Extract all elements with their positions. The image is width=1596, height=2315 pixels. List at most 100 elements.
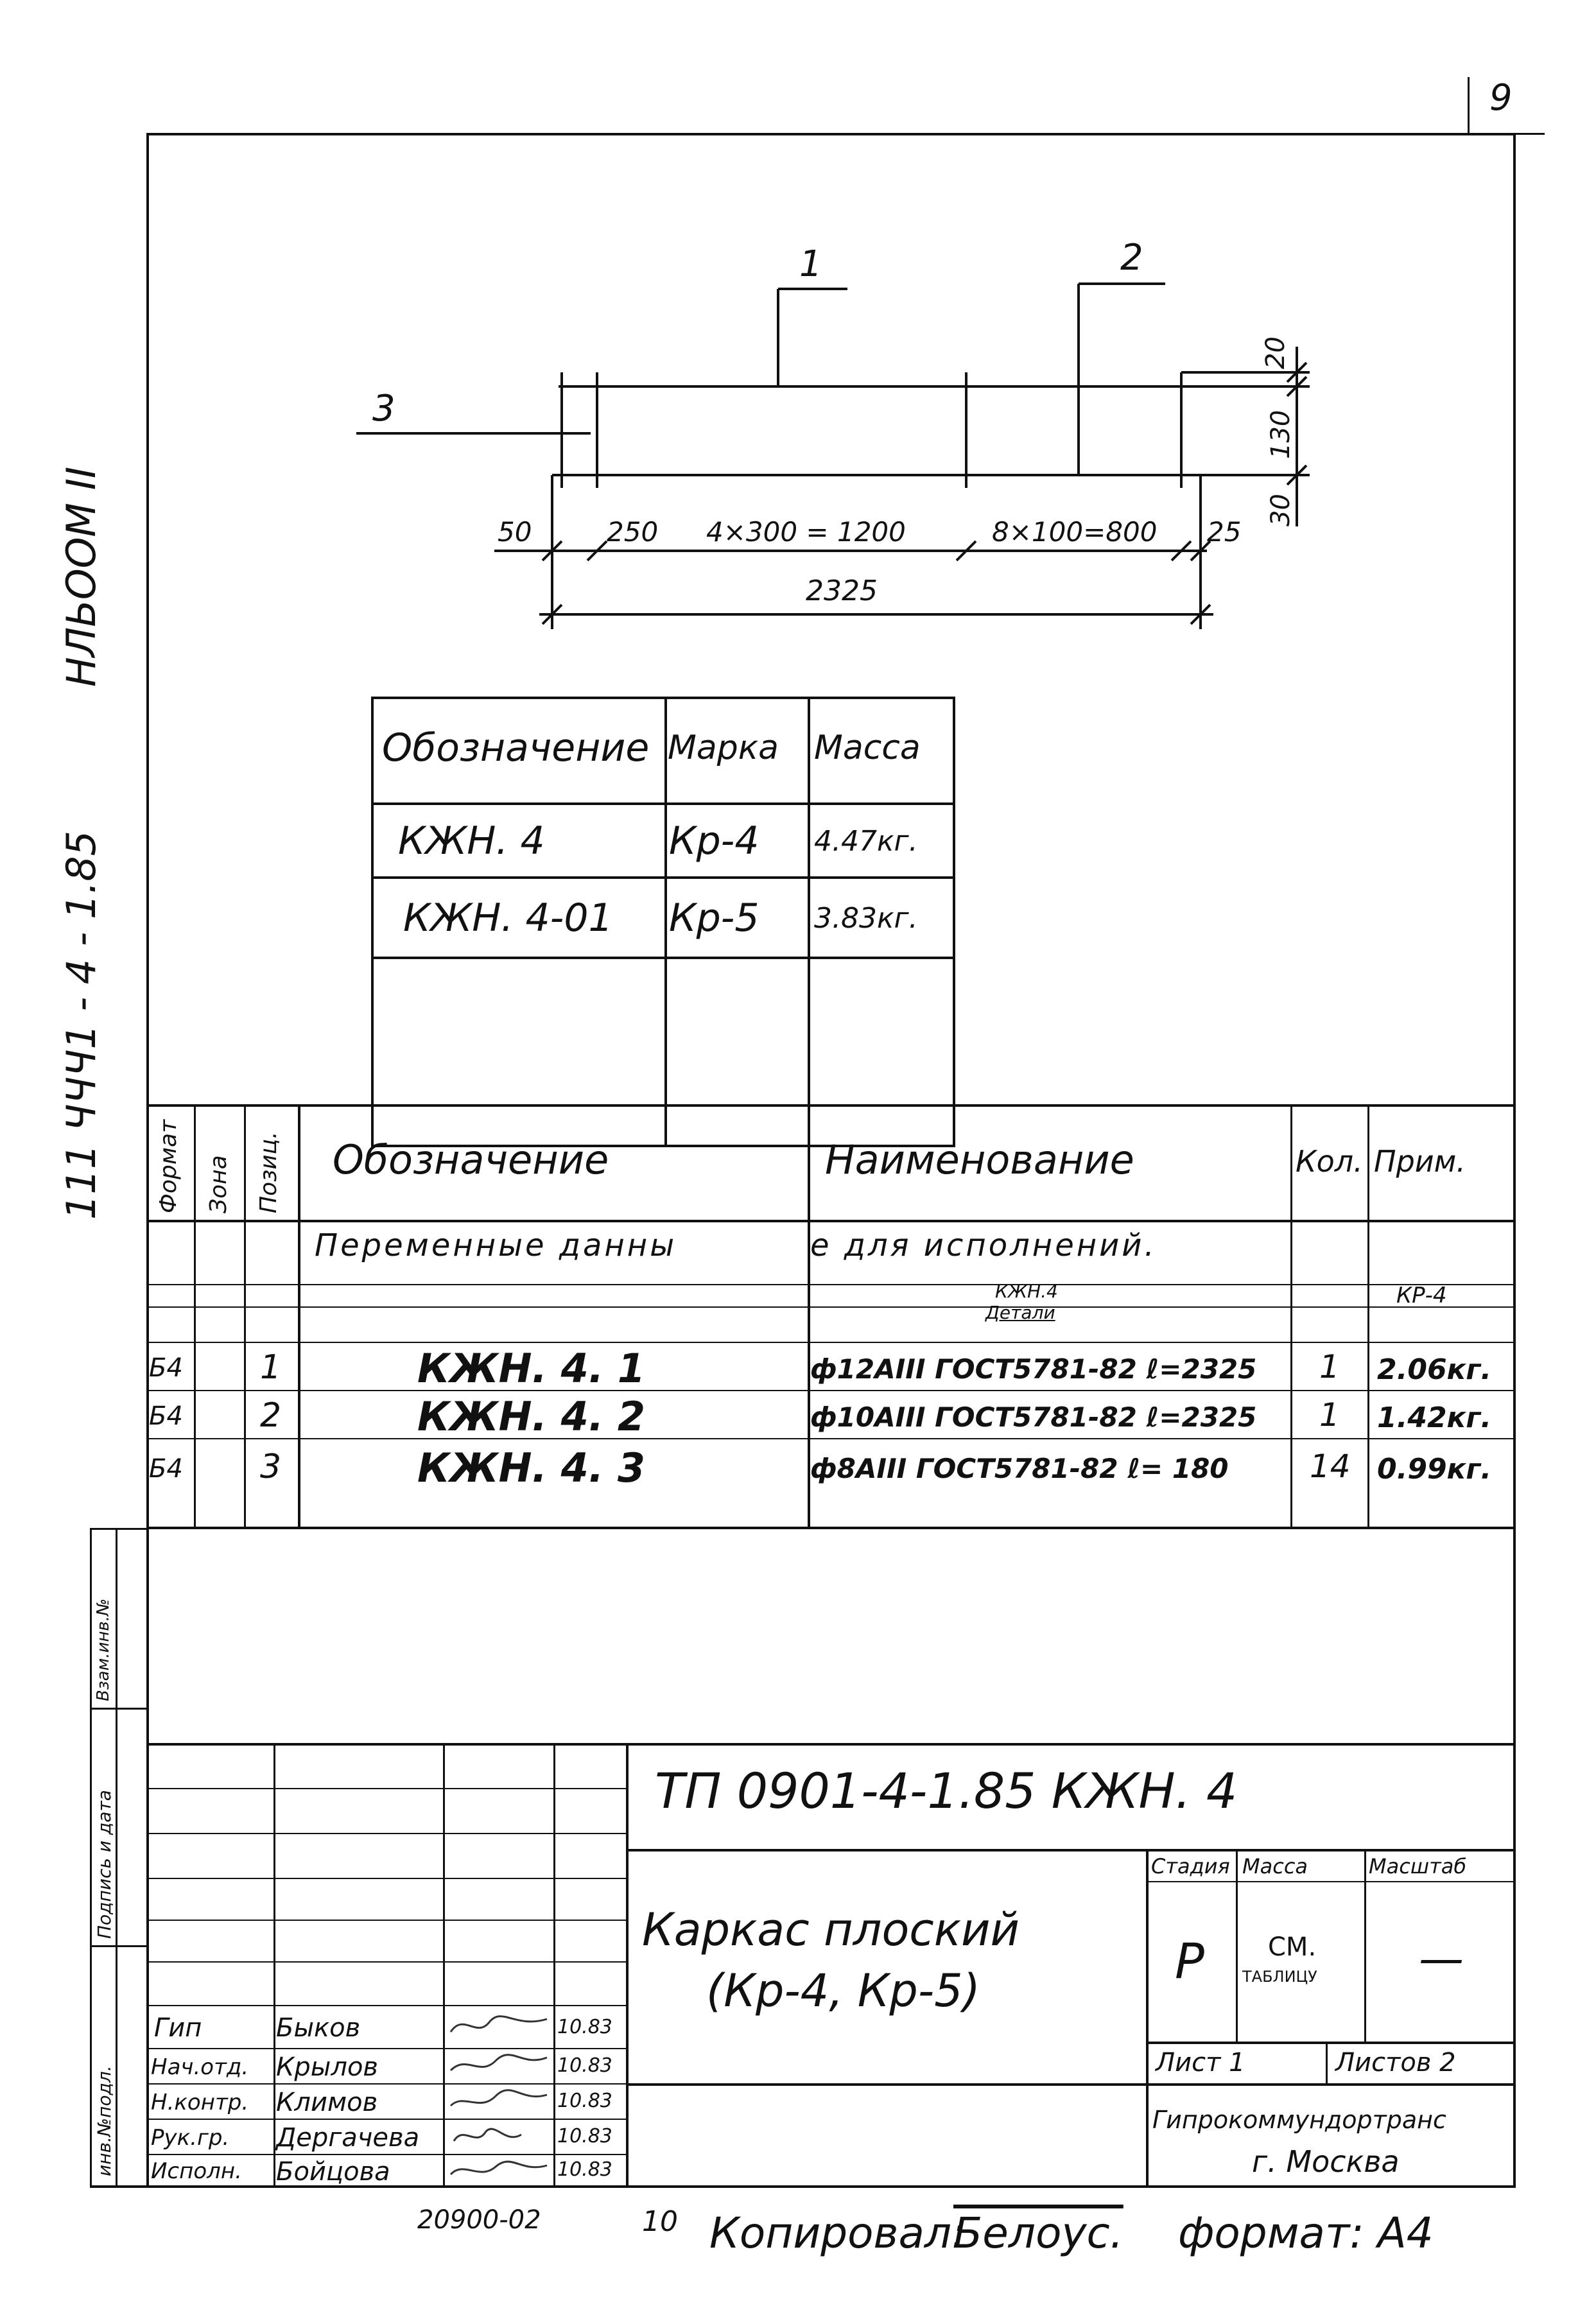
frame-bottom bbox=[90, 2185, 1516, 2188]
signer-name: Бойцова bbox=[276, 2157, 390, 2187]
signature-klimov bbox=[449, 2089, 548, 2107]
spec-row-line bbox=[146, 1342, 1516, 1343]
signer-date: 10.83 bbox=[557, 2125, 612, 2147]
leader-3-label: 3 bbox=[372, 388, 395, 429]
stamp-podpis-label: Подпись и дата bbox=[94, 1790, 115, 1939]
tb-stage-bottom bbox=[1146, 2042, 1516, 2044]
spec-col bbox=[1290, 1104, 1292, 1527]
spec-bottom-line bbox=[146, 1527, 1516, 1529]
variants-cell: 3.83кг. bbox=[814, 902, 918, 935]
variants-cell: КЖН. 4-01 bbox=[403, 896, 613, 941]
spec-header-position: Позиц. bbox=[256, 1131, 282, 1213]
spec-header-format: Формат bbox=[155, 1119, 182, 1213]
variants-header-mark: Марка bbox=[668, 729, 779, 767]
spec-variable-left: Переменные данны bbox=[315, 1227, 677, 1263]
tb-mass-value-2: ТАБЛИЦУ bbox=[1242, 1968, 1317, 1986]
spec-header-bottom bbox=[146, 1220, 1516, 1222]
dim-50: 50 bbox=[498, 516, 532, 548]
signature-boytsova bbox=[449, 2160, 548, 2176]
spec-row-designation: КЖН. 4. 1 bbox=[417, 1345, 646, 1392]
spec-row-line bbox=[146, 1306, 1516, 1308]
footer-copied-sign: Белоус. bbox=[953, 2208, 1123, 2258]
spec-col bbox=[1367, 1104, 1369, 1527]
title-block-doc-code: ТП 0901-4-1.85 КЖН. 4 bbox=[655, 1762, 1238, 1819]
reinforcement-drawing: 1 2 3 20 130 30 50 250 4×300 = 1200 8×10… bbox=[356, 237, 1310, 629]
stamp-column-left bbox=[90, 1528, 92, 2187]
spec-row-designation: КЖН. 4. 3 bbox=[417, 1444, 646, 1491]
tb-row bbox=[146, 2154, 628, 2155]
signer-name: Крылов bbox=[276, 2052, 378, 2082]
title-block-title-line2: (Кр-4, Кр-5) bbox=[706, 1964, 980, 2017]
dim-250: 250 bbox=[607, 516, 658, 548]
signature-dergacheva bbox=[453, 2128, 522, 2142]
signer-role: Н.контр. bbox=[151, 2090, 249, 2115]
signature-scribbles bbox=[449, 2015, 548, 2176]
variants-row-1 bbox=[371, 802, 955, 805]
tb-stage-value: Р bbox=[1175, 1932, 1204, 1990]
variants-cell: Кр-5 bbox=[669, 896, 759, 941]
spec-row-format: Б4 bbox=[149, 1401, 183, 1431]
spec-row-note: 1.42кг. bbox=[1377, 1401, 1492, 1434]
spec-subheader-kzh: КЖН.4 bbox=[995, 1281, 1058, 1302]
variants-row-3 bbox=[371, 957, 955, 959]
spec-row-qty: 1 bbox=[1319, 1396, 1340, 1434]
tb-row bbox=[146, 2083, 628, 2085]
variants-col-1 bbox=[664, 697, 667, 1147]
tb-mass-label: Масса bbox=[1242, 1854, 1308, 1878]
spec-row-line bbox=[146, 1438, 1516, 1439]
tb-mass-col bbox=[1364, 1849, 1366, 2042]
spec-row-line bbox=[146, 1284, 1516, 1285]
variants-header-mass: Масса bbox=[814, 729, 921, 767]
tb-row bbox=[146, 1920, 628, 1921]
signer-name: Климов bbox=[276, 2088, 378, 2117]
signer-date: 10.83 bbox=[557, 2158, 612, 2181]
tb-scale-value: — bbox=[1419, 1932, 1464, 1985]
tb-stage-label: Стадия bbox=[1151, 1854, 1230, 1878]
dim-30: 30 bbox=[1266, 494, 1296, 526]
variants-header-designation: Обозначение bbox=[382, 725, 650, 770]
stamp-line-2 bbox=[90, 1708, 148, 1710]
dim-total: 2325 bbox=[806, 575, 878, 607]
dim-4x300: 4×300 = 1200 bbox=[706, 516, 906, 548]
stamp-vzam-label: Взам.инв.№ bbox=[94, 1599, 113, 1701]
spec-row-pos: 2 bbox=[260, 1396, 282, 1435]
frame-right bbox=[1513, 133, 1516, 2187]
spec-row-line bbox=[146, 1390, 1516, 1391]
spec-header-zone: Зона bbox=[205, 1155, 232, 1213]
tb-stage-col bbox=[1236, 1849, 1238, 2042]
signer-name: Быков bbox=[276, 2013, 361, 2043]
variants-cell: Кр-4 bbox=[669, 819, 759, 863]
spec-row-format: Б4 bbox=[149, 1454, 183, 1484]
spec-header-qty: Кол. bbox=[1296, 1144, 1363, 1179]
footer-format-label: формат: А4 bbox=[1178, 2208, 1434, 2258]
tb-doc-code-line bbox=[626, 1849, 1516, 1851]
signer-role: Гип bbox=[154, 2013, 202, 2043]
footer-order-number: 20900-02 bbox=[417, 2205, 541, 2235]
spec-col bbox=[194, 1104, 196, 1527]
signer-date: 10.83 bbox=[557, 2016, 612, 2038]
spec-row-name: ф12АIII ГОСТ5781-82 ℓ=2325 bbox=[810, 1353, 1257, 1385]
variants-table bbox=[371, 697, 955, 1147]
tb-mass-value-1: СМ. bbox=[1268, 1932, 1317, 1962]
dim-130: 130 bbox=[1266, 410, 1296, 459]
spec-row-pos: 1 bbox=[260, 1348, 282, 1387]
dim-20: 20 bbox=[1261, 336, 1290, 369]
tb-title-bottom bbox=[626, 2083, 1146, 2086]
tb-row bbox=[146, 2119, 628, 2120]
spec-row-name: ф8АIII ГОСТ5781-82 ℓ= 180 bbox=[810, 1453, 1229, 1484]
dim-8x100: 8×100=800 bbox=[992, 516, 1157, 548]
spec-header-name: Наименование bbox=[825, 1136, 1134, 1183]
album-code: 111 ЧЧЧ1 - 4 - 1.85 bbox=[58, 830, 105, 1220]
spec-header-designation: Обозначение bbox=[333, 1136, 609, 1183]
spec-row-format: Б4 bbox=[149, 1353, 183, 1383]
tb-sheets-bottom bbox=[1146, 2083, 1516, 2086]
tb-stage-header-line bbox=[1146, 1881, 1516, 1882]
tb-sheets-label: Листов 2 bbox=[1335, 2048, 1456, 2077]
tb-col bbox=[273, 1743, 275, 2186]
variants-cell: 4.47кг. bbox=[814, 825, 918, 858]
signature-bykov bbox=[449, 2015, 548, 2033]
spec-note-kr4: КР-4 bbox=[1396, 1283, 1447, 1308]
spec-subheader-details: Детали bbox=[985, 1302, 1055, 1323]
tb-sheet-label: Лист 1 bbox=[1156, 2048, 1245, 2077]
tb-org-line2: г. Москва bbox=[1252, 2144, 1400, 2179]
